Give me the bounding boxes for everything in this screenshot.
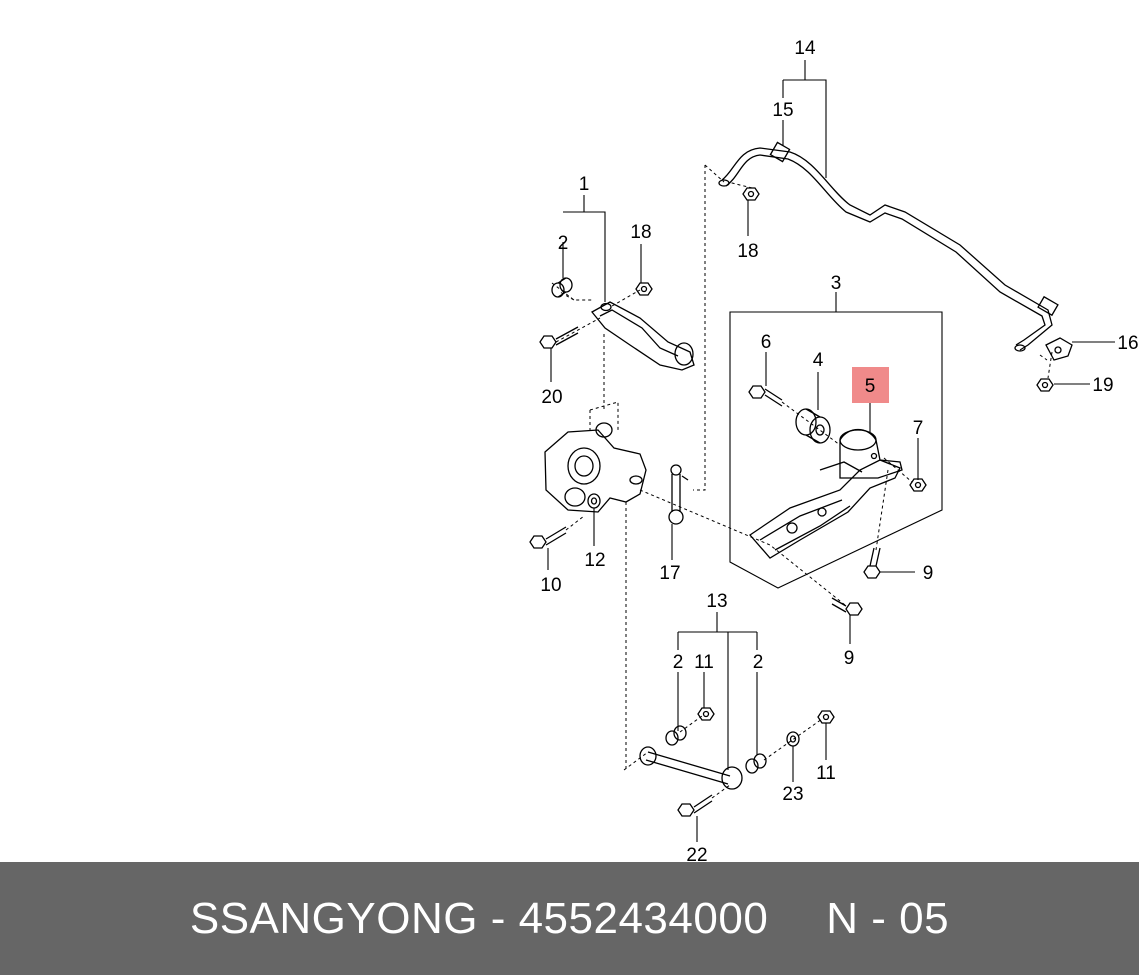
- nut-18-upper: [635, 282, 653, 296]
- label-12: 12: [584, 550, 605, 571]
- bolt-20: [539, 326, 579, 349]
- parts-diagram: 1 2 18 20 14 15 18 3 6 4 5 7 9 16 19 10 …: [529, 38, 1139, 862]
- bushing-2-upper: [551, 277, 573, 298]
- part-labels: 1 2 18 20 14 15 18 3 6 4 5 7 9 16 19 10 …: [540, 38, 1138, 862]
- label-11-left: 11: [694, 652, 714, 673]
- label-10: 10: [540, 575, 561, 596]
- upper-arm: [591, 301, 695, 371]
- label-6: 6: [761, 332, 772, 353]
- washer-12: [587, 493, 601, 509]
- label-9-lower: 9: [844, 648, 855, 669]
- highlight-box-part-5: [852, 367, 889, 403]
- spring-seat-5: [839, 428, 903, 479]
- label-16: 16: [1117, 333, 1138, 354]
- nut-7: [909, 478, 927, 492]
- label-19: 19: [1092, 375, 1113, 396]
- bushing-4: [795, 408, 831, 444]
- label-14: 14: [794, 38, 816, 59]
- lower-arm-box: [729, 311, 943, 589]
- stabilizer-nut-19: [1036, 378, 1054, 392]
- label-18-upper: 18: [630, 222, 651, 243]
- leader-lines: [547, 60, 1115, 842]
- label-18-bar: 18: [737, 241, 758, 262]
- label-11-right: 11: [816, 763, 836, 784]
- label-22: 22: [686, 845, 707, 862]
- nut-11-right: [817, 710, 835, 724]
- label-2-left: 2: [673, 652, 684, 673]
- lower-link: [639, 746, 743, 790]
- footer-brand-part: SSANGYONG - 4552434000: [189, 893, 769, 943]
- label-15: 15: [772, 100, 793, 121]
- label-2-upper: 2: [558, 233, 569, 254]
- bolt-9-lower: [831, 597, 863, 616]
- label-23: 23: [782, 784, 803, 805]
- label-7: 7: [913, 418, 924, 439]
- label-9-upper: 9: [923, 563, 934, 584]
- nut-11-left: [697, 707, 715, 721]
- label-3: 3: [831, 273, 842, 294]
- bushing-2-left: [665, 725, 687, 746]
- washer-23: [786, 731, 800, 747]
- alignment-lines: [551, 164, 1053, 799]
- stabilizer-bracket: [1045, 337, 1073, 361]
- label-5: 5: [865, 376, 876, 397]
- footer-bar: SSANGYONG - 4552434000 N - 05: [0, 862, 1139, 975]
- label-4: 4: [813, 350, 824, 371]
- footer-page-ref: N - 05: [826, 893, 950, 943]
- bolt-6: [748, 385, 783, 407]
- bolt-22: [677, 794, 713, 817]
- knuckle: [544, 422, 647, 513]
- stabilizer-link: [668, 464, 689, 525]
- label-20: 20: [541, 387, 562, 408]
- label-17: 17: [659, 563, 680, 584]
- label-13: 13: [706, 591, 727, 612]
- bolt-9-upper: [863, 547, 881, 579]
- lower-arm: [749, 459, 901, 559]
- stabilizer-nut-18: [742, 187, 760, 201]
- bushing-2-right: [745, 753, 767, 774]
- bolt-10: [529, 526, 567, 549]
- label-1: 1: [579, 174, 590, 195]
- label-2-right: 2: [753, 652, 764, 673]
- stabilizer-bar: [718, 141, 1059, 352]
